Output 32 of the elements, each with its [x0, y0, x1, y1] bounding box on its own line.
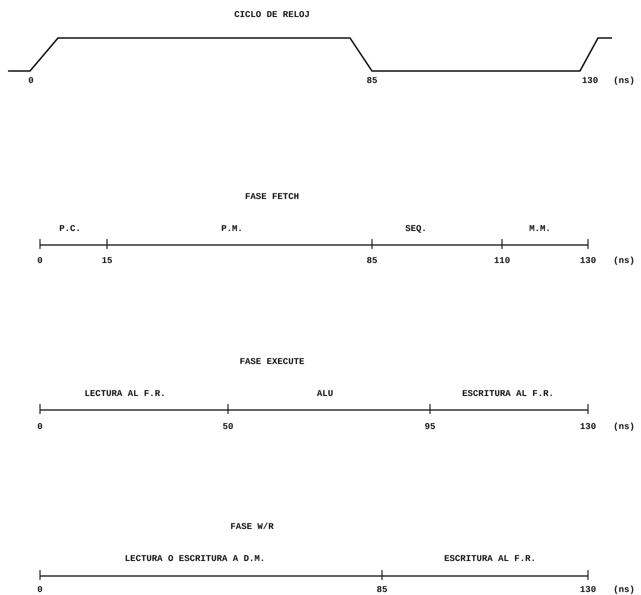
tick-label: 130 — [582, 76, 598, 86]
tick-label: 0 — [28, 76, 34, 86]
segment-label: P.C. — [59, 224, 81, 234]
unit-label: (ns) — [613, 422, 635, 432]
tick-label: 85 — [376, 585, 388, 595]
segment-label: LECTURA O ESCRITURA A D.M. — [124, 554, 266, 564]
unit-label: (ns) — [613, 256, 635, 266]
tick-label: 0 — [37, 422, 43, 432]
tick-label: 110 — [494, 256, 510, 266]
tick-label: 130 — [580, 422, 596, 432]
phase-title: CICLO DE RELOJ — [234, 10, 310, 20]
tick-label: 130 — [580, 585, 596, 595]
segment-label: ESCRITURA AL F.R. — [462, 389, 554, 399]
tick-label: 95 — [424, 422, 436, 432]
phase-title: FASE EXECUTE — [240, 357, 304, 367]
unit-label: (ns) — [613, 76, 635, 86]
tick-label: 0 — [37, 585, 43, 595]
segment-label: ALU — [316, 389, 334, 399]
segment-label: LECTURA AL F.R. — [84, 389, 166, 399]
unit-label: (ns) — [613, 585, 635, 595]
phase-title: FASE W/R — [230, 522, 274, 532]
segment-label: M.M. — [529, 224, 551, 234]
segment-label: ESCRITURA AL F.R. — [444, 554, 536, 564]
phase-title: FASE FETCH — [245, 192, 299, 202]
tick-label: 130 — [580, 256, 596, 266]
tick-label: 15 — [102, 256, 112, 266]
tick-label: 85 — [366, 256, 378, 266]
tick-label: 50 — [222, 422, 234, 432]
tick-label: 0 — [37, 256, 43, 266]
segment-label: SEQ. — [405, 224, 427, 234]
segment-label: P.M. — [221, 224, 243, 234]
tick-label: 85 — [366, 76, 378, 86]
